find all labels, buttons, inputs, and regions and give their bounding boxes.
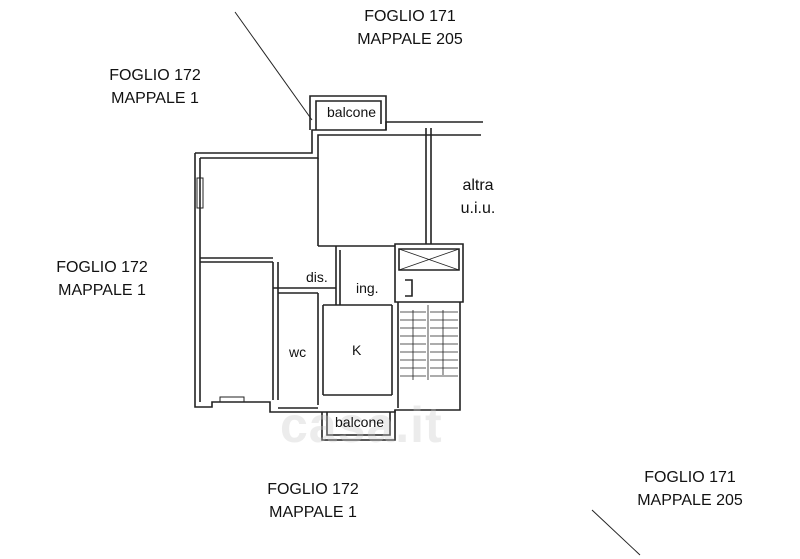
room-label-ingresso: ing. (356, 280, 379, 296)
room-label-wc: wc (289, 344, 307, 360)
outer-wall (194, 153, 461, 413)
boundary-line-top (234, 11, 313, 121)
stair-core (394, 243, 464, 303)
room-label-disimpegno: dis. (306, 269, 328, 285)
room-label-kitchen: K (352, 342, 362, 358)
boundary-line-bottom (591, 509, 641, 556)
balcony-bottom-outline (321, 410, 396, 441)
room-label-balcony-top: balcone (327, 104, 377, 120)
room-label-balcony-bottom: balcone (335, 414, 385, 430)
watermark: casa.it (280, 397, 443, 453)
balcony-top-outline (309, 95, 387, 130)
